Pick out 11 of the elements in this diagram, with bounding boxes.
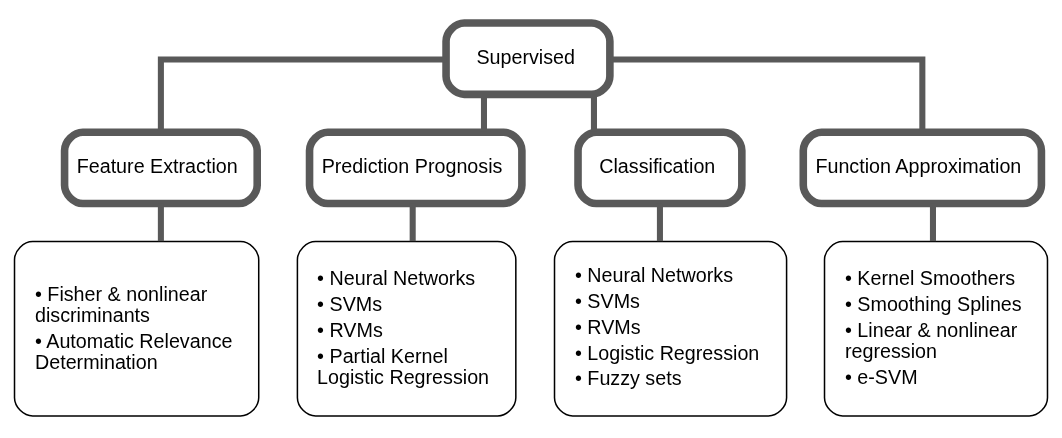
connector bbox=[610, 55, 926, 132]
node-box: Function Approximation bbox=[799, 128, 1046, 207]
node-box: • Neural Networks • SVMs • RVMs • Partial Kernel Logistic Regression bbox=[296, 240, 517, 417]
connector bbox=[590, 94, 597, 132]
node-box: Supervised bbox=[442, 18, 614, 98]
node-box: Feature Extraction bbox=[60, 128, 261, 207]
node-box: • Fisher & nonlinear discriminants • Automatic Relevance Determination bbox=[13, 240, 260, 417]
node-box: Prediction Prognosis bbox=[305, 128, 526, 207]
node-box: Classification bbox=[574, 128, 746, 207]
node-box: • Neural Networks • SVMs • RVMs • Logistic Regression • Fuzzy sets bbox=[553, 240, 788, 417]
node-box: • Kernel Smoothers • Smoothing Splines • Linear & nonlinear regression • e-SVM bbox=[823, 240, 1049, 417]
